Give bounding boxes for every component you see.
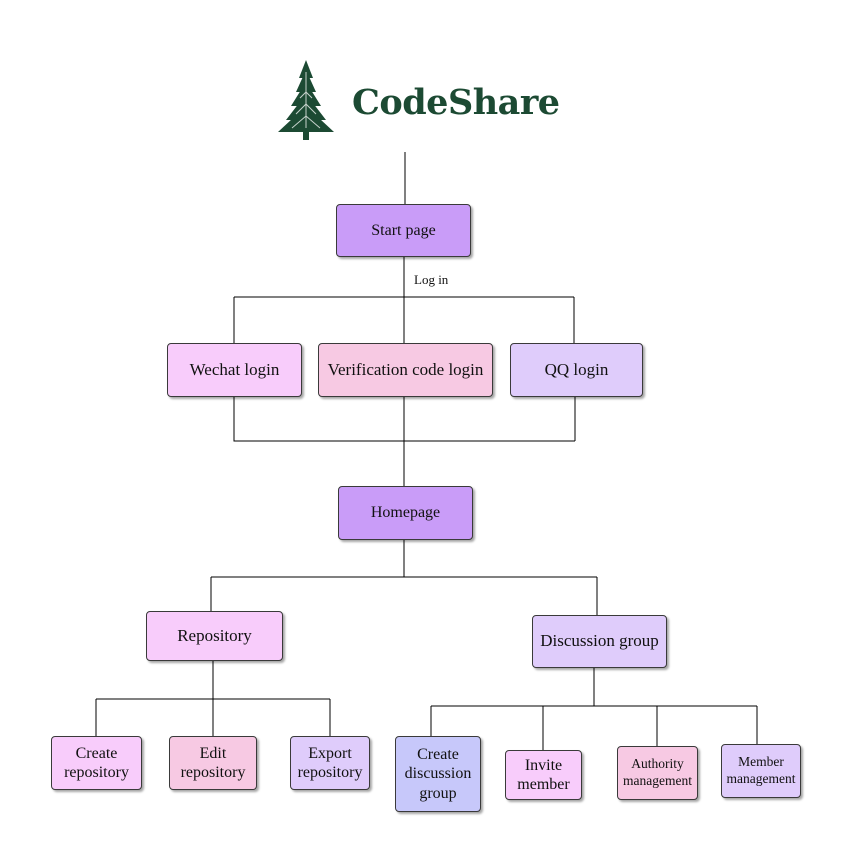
node-export-repository[interactable]: Export repository (290, 736, 370, 790)
node-verification-code-login[interactable]: Verification code login (318, 343, 493, 397)
node-homepage[interactable]: Homepage (338, 486, 473, 540)
connector-homepage-branches (210, 540, 598, 616)
node-repository[interactable]: Repository (146, 611, 283, 661)
connector-start-logins (233, 257, 575, 344)
node-create-discussion-group[interactable]: Create discussion group (395, 736, 481, 812)
node-start-page[interactable]: Start page (336, 204, 471, 257)
pine-tree-icon (278, 60, 334, 140)
node-create-repository[interactable]: Create repository (51, 736, 142, 790)
node-edit-repository[interactable]: Edit repository (169, 736, 257, 790)
node-qq-login[interactable]: QQ login (510, 343, 643, 397)
node-member-management[interactable]: Member management (721, 744, 801, 798)
node-authority-management[interactable]: Authority management (617, 746, 698, 800)
connector-discussion-children (430, 667, 758, 751)
connector-logins-homepage (233, 397, 576, 487)
connector-repository-children (95, 661, 331, 737)
node-discussion-group[interactable]: Discussion group (532, 615, 667, 668)
edge-label-log-in: Log in (414, 272, 449, 287)
node-wechat-login[interactable]: Wechat login (167, 343, 302, 397)
node-invite-member[interactable]: Invite member (505, 750, 582, 800)
brand-name: CodeShare (352, 82, 560, 123)
